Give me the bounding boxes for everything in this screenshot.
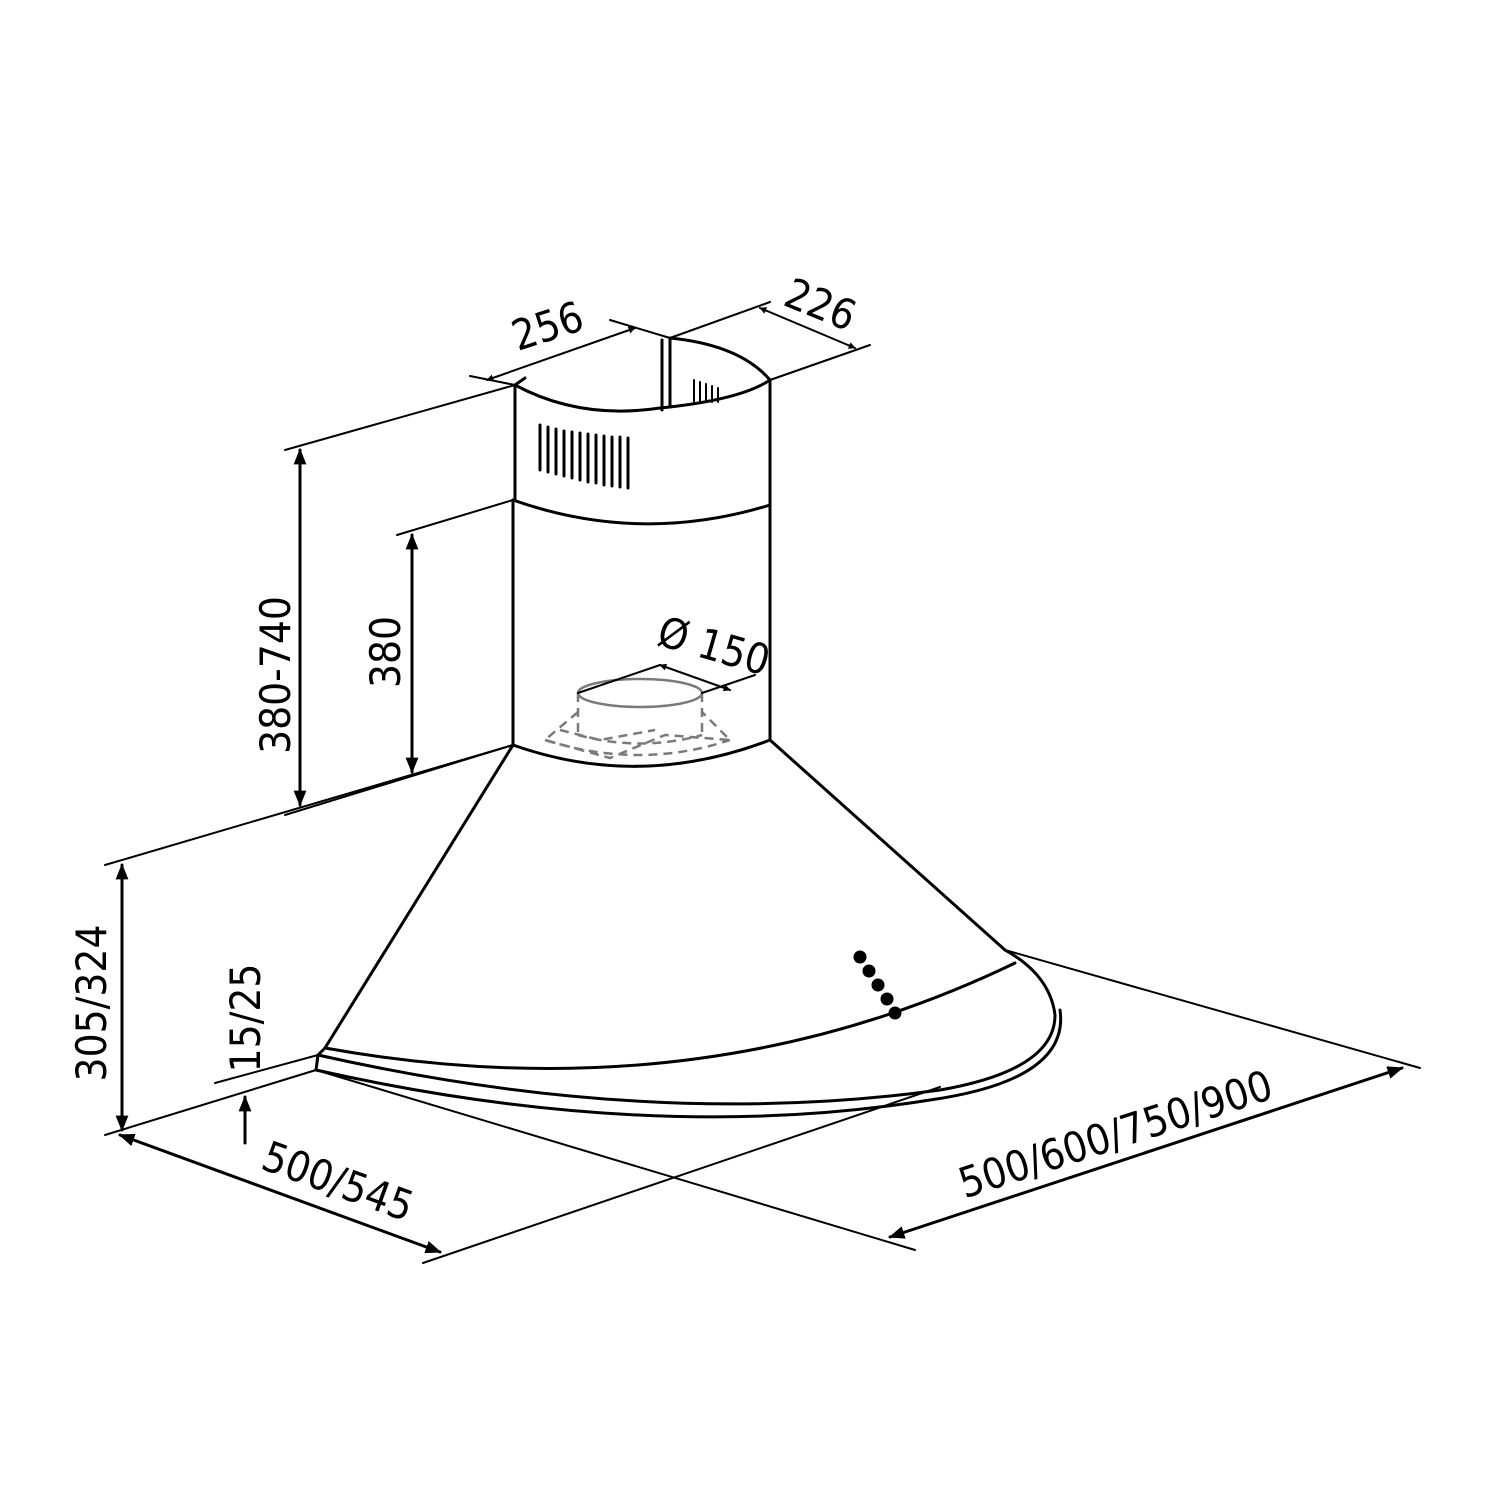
- control-button[interactable]: [871, 978, 885, 992]
- chimney-depth-label: 226: [778, 268, 863, 340]
- dimension-labels: 256 226 380-740 380 Ø 150 305/324 15/25 …: [67, 268, 1278, 1231]
- dimension-arrows: [115, 307, 1404, 1254]
- control-buttons: [853, 950, 902, 1020]
- hood-canopy: [314, 738, 1063, 1119]
- chimney-lower: [511, 498, 772, 768]
- control-button[interactable]: [880, 992, 894, 1006]
- outlet-diameter-label: Ø 150: [653, 607, 776, 685]
- chimney-height-label: 380: [361, 616, 410, 688]
- control-button[interactable]: [862, 964, 876, 978]
- hood-height-label: 305/324: [67, 925, 116, 1082]
- chimney-upper: [513, 336, 772, 507]
- chimney-vent-slots: [538, 379, 719, 490]
- rim-thickness-label: 15/25: [221, 964, 270, 1073]
- chimney-height-range-label: 380-740: [251, 596, 300, 754]
- control-button[interactable]: [888, 1006, 902, 1020]
- chimney-width-label: 256: [506, 292, 590, 361]
- extension-lines: [104, 301, 1421, 1264]
- control-button[interactable]: [853, 950, 867, 964]
- air-outlet: [542, 677, 734, 760]
